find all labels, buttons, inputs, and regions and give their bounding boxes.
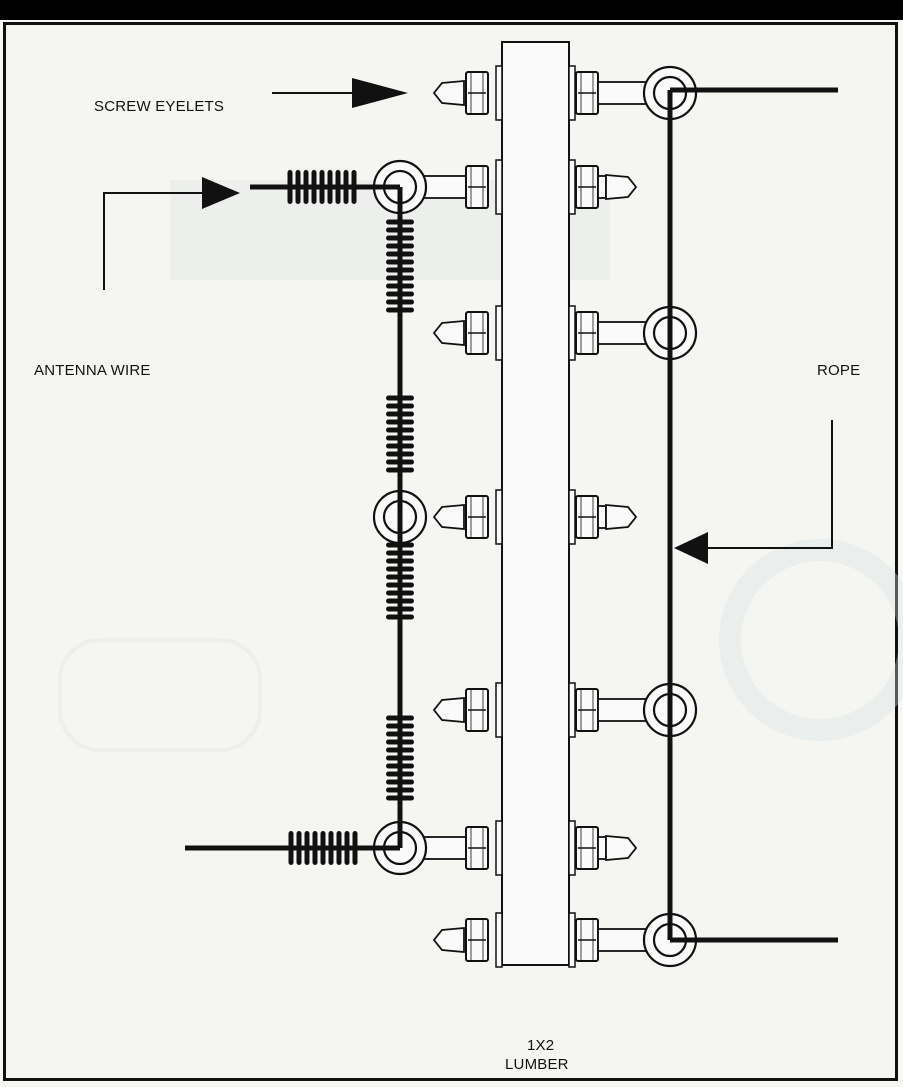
screw-eyelet-4 xyxy=(432,489,638,545)
antenna-wire-label: ANTENNA WIRE xyxy=(34,362,151,379)
screw-eyelet-7 xyxy=(432,912,651,968)
screw-eyelets-arrow xyxy=(272,78,408,108)
screw-eyelet-6 xyxy=(417,820,638,876)
screw-eyelets-label: SCREW EYELETS xyxy=(94,98,225,115)
screw-eyelet-3 xyxy=(432,305,651,361)
lumber-board xyxy=(501,41,570,966)
antenna-wire xyxy=(185,184,403,851)
rope-arrow xyxy=(674,420,833,564)
lumber-label-line1: 1X2 xyxy=(527,1037,555,1054)
diagram-frame xyxy=(3,22,898,1081)
background-ghost-shapes xyxy=(58,180,903,752)
screw-eyelet-5 xyxy=(432,682,651,738)
lumber-label-line2: LUMBER xyxy=(505,1056,569,1073)
top-black-bar xyxy=(0,0,903,20)
antenna-wire-arrow xyxy=(103,177,240,290)
screw-eyelet-hardware xyxy=(417,65,651,968)
rope-line xyxy=(667,87,838,943)
screw-eyelet-2 xyxy=(417,159,638,215)
pointer-arrows xyxy=(103,78,833,564)
screw-eyelet-1 xyxy=(432,65,651,121)
rope-label: ROPE xyxy=(817,362,861,379)
